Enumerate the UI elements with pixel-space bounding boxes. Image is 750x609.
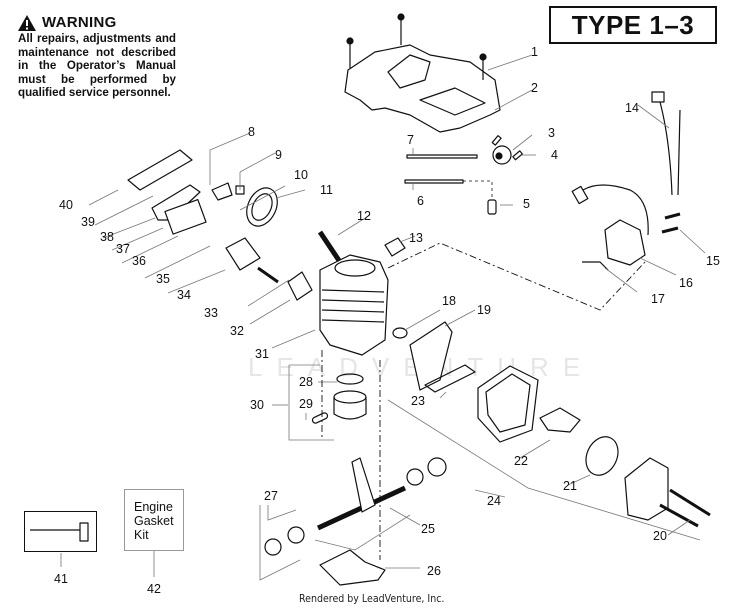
callout-27[interactable]: 27 <box>264 489 278 503</box>
bearing-part[interactable] <box>264 538 282 556</box>
callout-22[interactable]: 22 <box>514 454 528 468</box>
leader-lines <box>60 54 706 581</box>
warning-header: WARNING <box>18 14 176 31</box>
callout-10[interactable]: 10 <box>294 168 308 182</box>
callout-42[interactable]: 42 <box>147 582 161 596</box>
callout-7[interactable]: 7 <box>407 133 414 147</box>
warning-text: All repairs, adjustments and maintenance… <box>18 32 176 100</box>
callout-39[interactable]: 39 <box>81 215 95 229</box>
piston-part[interactable] <box>333 390 367 420</box>
bearing-part[interactable] <box>406 468 424 486</box>
cylinder-part[interactable] <box>319 254 389 356</box>
screen-part[interactable] <box>580 432 624 481</box>
callout-31[interactable]: 31 <box>255 347 269 361</box>
callout-3[interactable]: 3 <box>548 126 555 140</box>
cylinder-gasket-part[interactable] <box>287 271 313 301</box>
callout-8[interactable]: 8 <box>248 125 255 139</box>
kit-label-line-3: Kit <box>134 528 149 542</box>
callout-32[interactable]: 32 <box>230 324 244 338</box>
muffler-gasket-part[interactable] <box>424 364 476 393</box>
ground-plate-part[interactable] <box>582 261 609 271</box>
fuel-line-part[interactable] <box>404 179 464 184</box>
callout-1[interactable]: 1 <box>531 45 538 59</box>
callout-28[interactable]: 28 <box>299 375 313 389</box>
callout-26[interactable]: 26 <box>427 564 441 578</box>
callout-16[interactable]: 16 <box>679 276 693 290</box>
wire-harness-part[interactable] <box>651 91 681 196</box>
callout-20[interactable]: 20 <box>653 529 667 543</box>
kit-label-line-2: Gasket <box>134 514 174 528</box>
kit-label-line-1: Engine <box>134 500 173 514</box>
callout-36[interactable]: 36 <box>132 254 146 268</box>
callout-24[interactable]: 24 <box>487 494 501 508</box>
callout-41[interactable]: 41 <box>54 572 68 586</box>
spacer-part[interactable] <box>392 327 408 339</box>
callout-29[interactable]: 29 <box>299 397 313 411</box>
callout-18[interactable]: 18 <box>442 294 456 308</box>
callout-30[interactable]: 30 <box>250 398 264 412</box>
carb-adapter-part[interactable] <box>225 237 261 271</box>
callout-40[interactable]: 40 <box>59 198 73 212</box>
carburetor-part[interactable] <box>164 198 207 235</box>
callout-15[interactable]: 15 <box>706 254 720 268</box>
callout-11[interactable]: 11 <box>320 183 333 197</box>
warning-triangle-icon <box>18 14 36 31</box>
combination-wrench-box[interactable] <box>24 511 97 552</box>
impulse-line-part[interactable] <box>406 154 478 159</box>
callout-6[interactable]: 6 <box>417 194 424 208</box>
callout-34[interactable]: 34 <box>177 288 191 302</box>
callout-9[interactable]: 9 <box>275 148 282 162</box>
cover-screw-parts[interactable] <box>346 13 487 80</box>
callout-13[interactable]: 13 <box>409 231 423 245</box>
callout-23[interactable]: 23 <box>411 394 425 408</box>
callout-2[interactable]: 2 <box>531 81 538 95</box>
piston-pin-part[interactable] <box>311 412 329 424</box>
muffler-cover-part[interactable] <box>624 457 669 521</box>
render-credit: Rendered by LeadVenture, Inc. <box>299 592 445 605</box>
wrench-part[interactable] <box>30 522 89 542</box>
callout-14[interactable]: 14 <box>625 101 639 115</box>
switch-part[interactable] <box>491 135 523 165</box>
callout-17[interactable]: 17 <box>651 292 665 306</box>
spark-plug-part[interactable] <box>317 230 343 264</box>
callout-12[interactable]: 12 <box>357 209 371 223</box>
intake-boot-part[interactable] <box>241 183 283 231</box>
crankcase-bottom-part[interactable] <box>319 549 386 586</box>
cylinder-cover-part[interactable] <box>344 44 501 133</box>
baffle-part[interactable] <box>539 407 581 433</box>
ignition-module-part[interactable] <box>571 184 649 266</box>
warning-title: WARNING <box>42 14 117 31</box>
callout-35[interactable]: 35 <box>156 272 170 286</box>
warning-notice: WARNING All repairs, adjustments and mai… <box>18 14 176 100</box>
crankshaft-part[interactable] <box>316 457 407 531</box>
plug-cap-part[interactable] <box>384 237 406 257</box>
air-filter-part[interactable] <box>127 149 193 191</box>
callout-37[interactable]: 37 <box>116 242 130 256</box>
callout-5[interactable]: 5 <box>523 197 530 211</box>
intake-elbow-part[interactable] <box>211 182 233 201</box>
callout-33[interactable]: 33 <box>204 306 218 320</box>
engine-gasket-kit-box[interactable]: Engine Gasket Kit <box>124 489 184 551</box>
piston-ring-part[interactable] <box>336 373 364 385</box>
callout-25[interactable]: 25 <box>421 522 435 536</box>
callout-4[interactable]: 4 <box>551 148 558 162</box>
callout-38[interactable]: 38 <box>100 230 114 244</box>
heat-shield-part[interactable] <box>409 321 453 391</box>
callout-19[interactable]: 19 <box>477 303 491 317</box>
callout-21[interactable]: 21 <box>563 479 577 493</box>
fuel-filter-part[interactable] <box>487 199 497 215</box>
type-label: TYPE 1–3 <box>549 6 717 44</box>
